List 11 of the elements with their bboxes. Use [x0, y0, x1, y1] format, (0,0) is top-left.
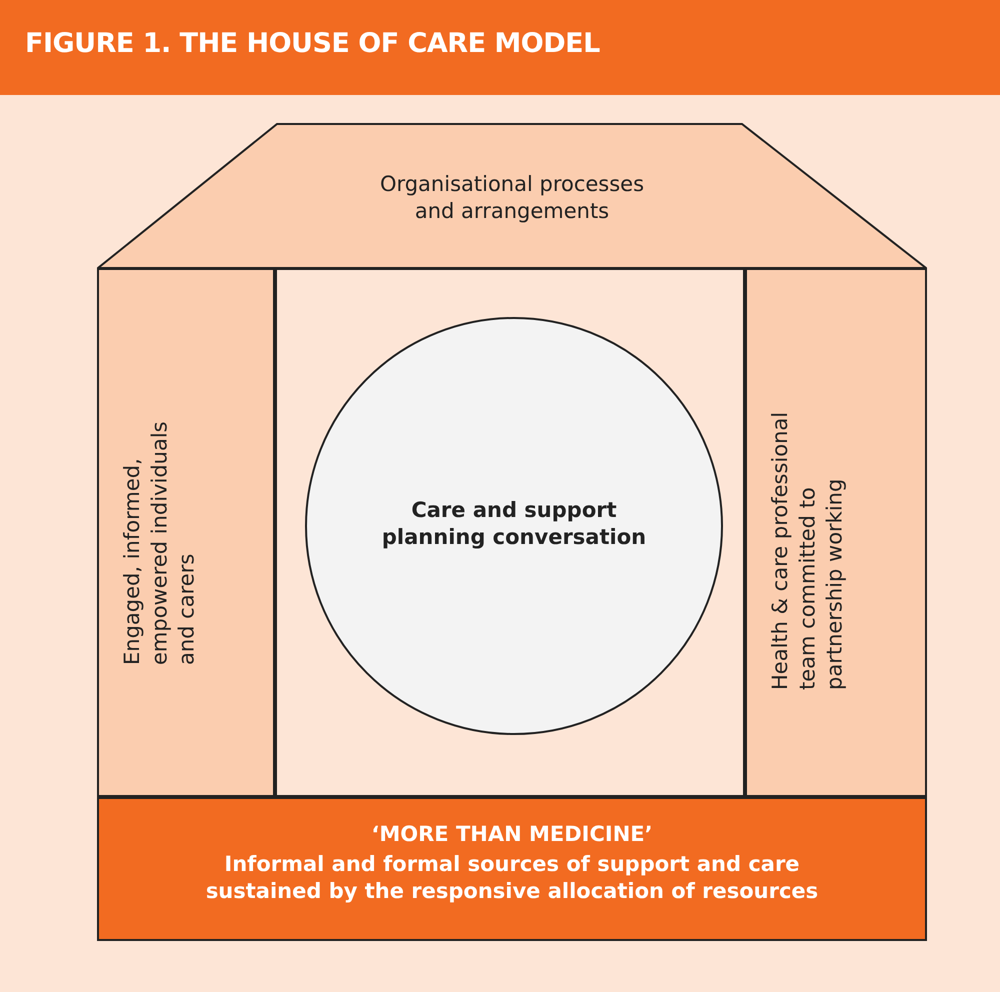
roof-label: Organisational processes and arrangements	[378, 171, 646, 226]
pillar-panel	[745, 268, 927, 797]
circle-label: Care and support planning conversation	[380, 497, 648, 552]
foundation-text: Informal and formal sources of support and care sustained by the responsive allocation of resources	[204, 851, 820, 906]
foundation-heading: ‘MORE THAN MEDICINE’	[370, 821, 654, 848]
pillar-panel	[97, 268, 275, 797]
figure-title: FIGURE 1. THE HOUSE OF CARE MODEL	[25, 28, 600, 59]
pillar-label: Engaged, informed, empowered individuals and carers	[119, 420, 200, 665]
foundation-band	[97, 797, 927, 941]
interior-panel	[275, 268, 745, 797]
pillar-label: Health & care professional team committed to partnership working	[767, 410, 848, 690]
